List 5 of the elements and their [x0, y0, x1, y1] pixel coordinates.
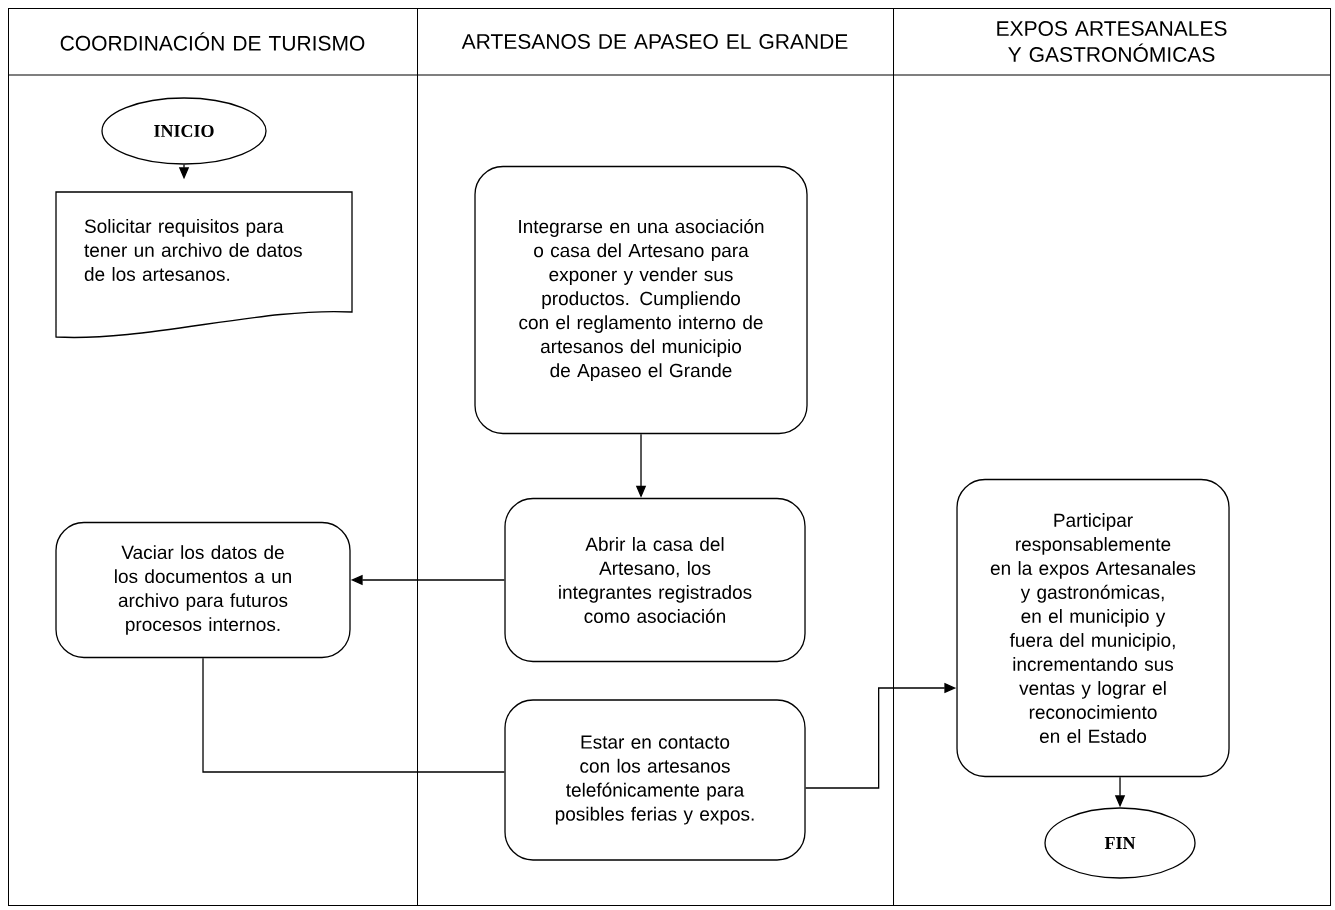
process-box: Estar en contacto con los artesanos telefónicamente para posibles ferias y expos.	[504, 699, 806, 861]
process-box: Abrir la casa del Artesano, los integrantes registrados como asociación	[504, 497, 806, 663]
process-box: Participar responsablemente en la expos Artesanales y gastronómicas, en el municipio y fuera del municipio, incrementando sus ventas y lograr el reconocimiento en el Estado	[956, 478, 1230, 778]
process-box: Vaciar los datos de los documentos a un archivo para futuros procesos internos.	[55, 521, 351, 659]
process-box: Integrarse en una asociación o casa del Artesano para exponer y vender sus productos. Cumpliendo con el reglamento interno de artesanos del municipio de Apaseo el Grande	[474, 165, 808, 435]
